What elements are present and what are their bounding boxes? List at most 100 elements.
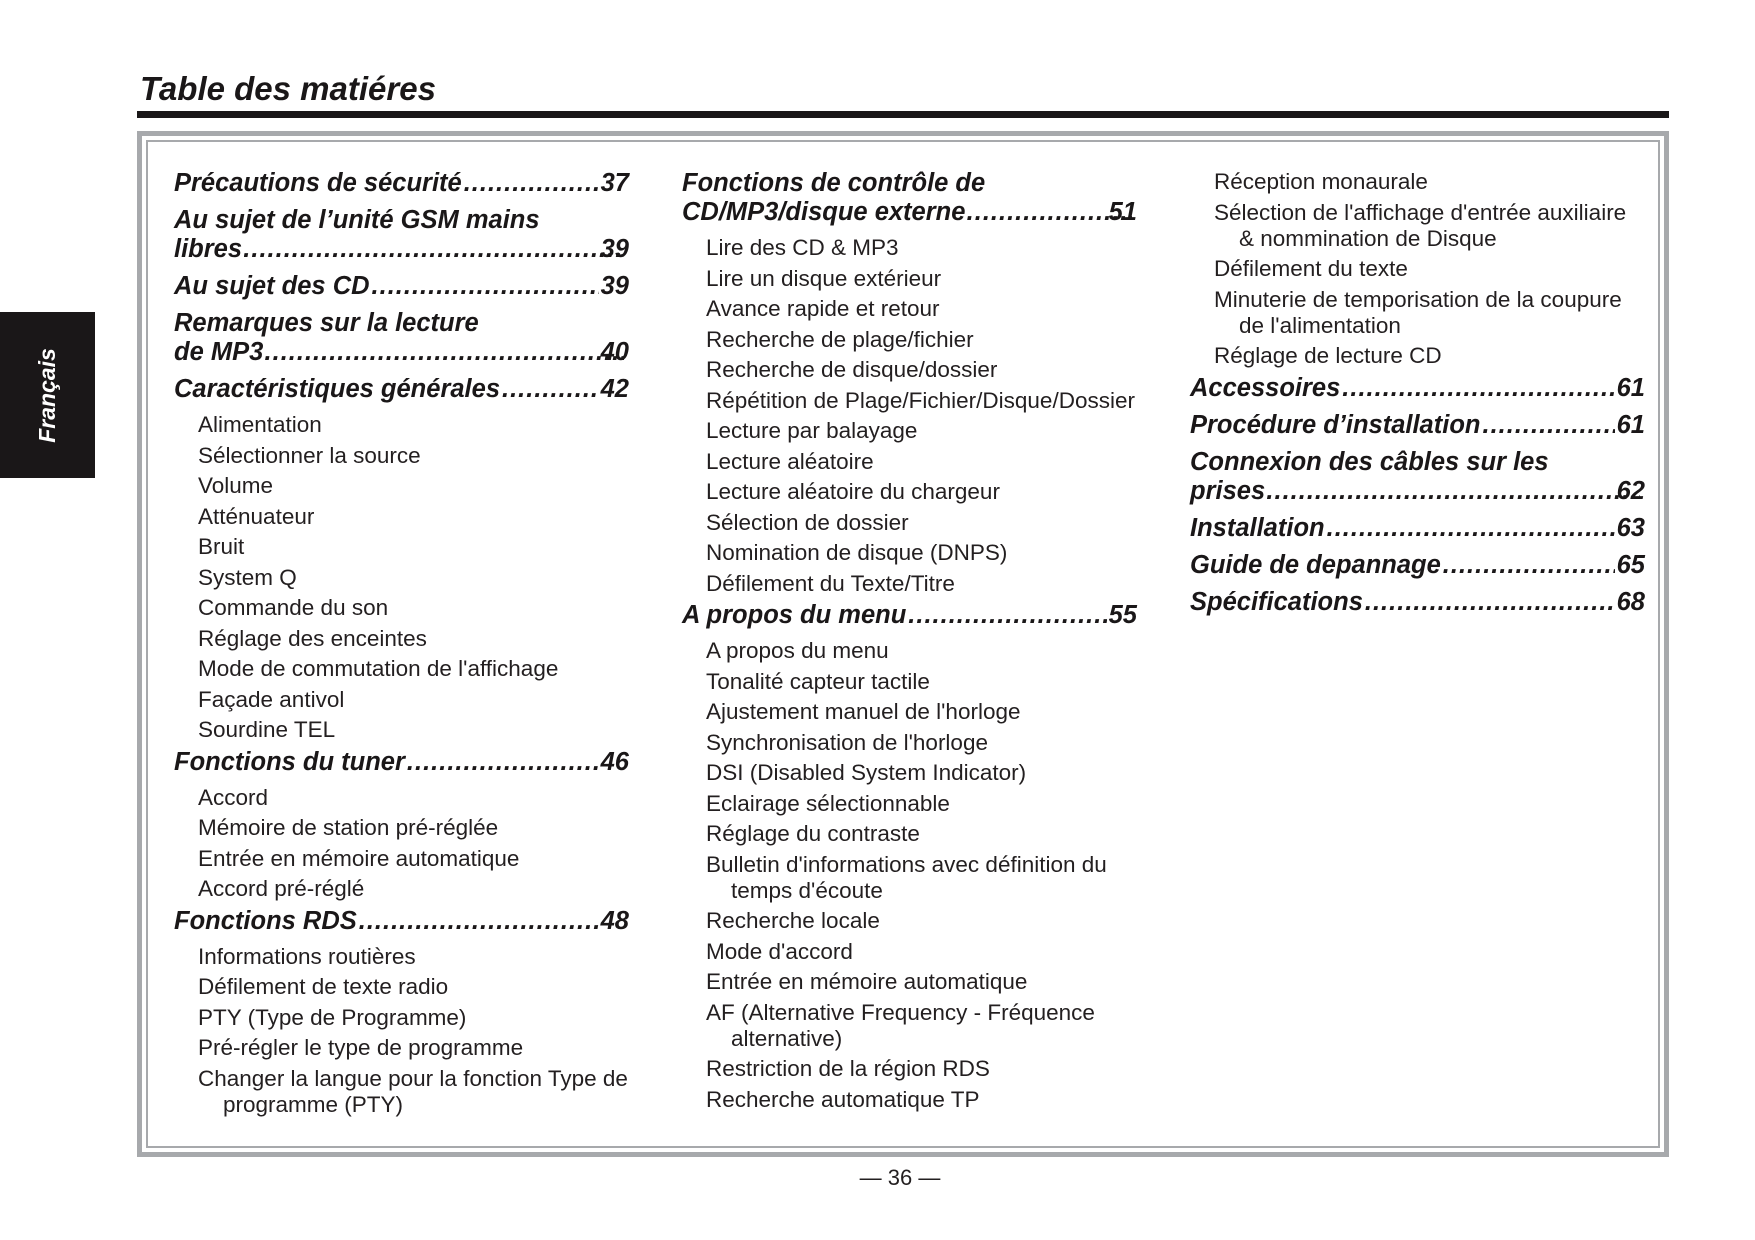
toc-subentry: Sourdine TEL	[198, 717, 336, 742]
toc-entry-title: Accessoires	[1190, 373, 1341, 402]
toc-entry: Caractéristiques générales..............…	[174, 375, 629, 404]
toc-entry: Fonctions du tuner .....................…	[174, 748, 629, 777]
toc-entry-page: 51	[1108, 198, 1137, 226]
toc-subentry: Lecture aléatoire	[706, 448, 874, 474]
dot-leader: ........................................…	[406, 747, 599, 776]
toc-entry: Accessoires.............................…	[1190, 374, 1645, 403]
toc-entry-title: de MP3	[174, 338, 264, 366]
toc-subentry: Lire des CD & MP3	[706, 235, 899, 260]
toc-subentry: Restriction de la région RDS	[706, 1056, 990, 1081]
toc-subentry: Recherche de disque/dossier	[706, 357, 998, 382]
toc-entry-page: 37	[600, 169, 629, 197]
toc-entry-page: 61	[1616, 410, 1645, 439]
toc-entry-page: 62	[1616, 476, 1645, 505]
toc-entry-title: Fonctions RDS	[174, 906, 357, 935]
toc-entry: Fonctions RDS ..........................…	[174, 907, 629, 936]
toc-subentry: Sélection de l'affichage d'entrée auxili…	[1214, 199, 1627, 251]
dot-leader: ........................................…	[1342, 373, 1614, 402]
toc-subentry: Mode de commutation de l'affichage	[198, 656, 559, 681]
toc-subentry: AF (Alternative Frequency - Fréquence al…	[706, 999, 1095, 1051]
toc-subentry: Entrée en mémoire automatique	[198, 845, 520, 871]
dot-leader: ........................................…	[1267, 476, 1639, 505]
toc-subentry: Alimentation	[198, 412, 322, 437]
toc-subentry: Atténuateur	[198, 503, 315, 529]
toc-entry-page: 68	[1616, 587, 1645, 616]
toc-entry: A propos du menu .......................…	[682, 601, 1137, 630]
toc-entry-title: libres	[174, 235, 243, 263]
toc-entry-title: Remarques sur la lecture	[174, 309, 479, 337]
toc-entry-page: 63	[1616, 513, 1645, 542]
toc-subentry: Synchronisation de l'horloge	[706, 729, 988, 755]
toc-entry: Procédure d’installation ...............…	[1190, 411, 1645, 440]
toc-entry-title: A propos du menu	[682, 601, 907, 629]
dot-leader: ........................................…	[371, 272, 599, 300]
toc-subentry: Entrée en mémoire automatique	[706, 969, 1028, 994]
toc-entry: Au sujet des CD.........................…	[174, 272, 629, 301]
toc-subentry: Recherche automatique TP	[706, 1086, 980, 1112]
toc-subentry: Défilement du texte	[1214, 256, 1408, 281]
dot-leader: ........................................…	[502, 375, 599, 403]
toc-subentry: Mode d'accord	[706, 938, 853, 964]
language-tab-label: Français	[33, 347, 60, 443]
toc-subentry: Avance rapide et retour	[706, 296, 940, 321]
toc-entry-page: 65	[1616, 550, 1645, 579]
toc-subentry: Lecture aléatoire du chargeur	[706, 479, 1000, 504]
toc-entry-title: Spécifications	[1190, 587, 1363, 616]
toc-entry-title-last-line: de MP3 .................................…	[174, 338, 629, 367]
toc-entry-title: Guide de depannage	[1190, 550, 1441, 579]
toc-entry-title: Connexion des câbles sur les	[1190, 447, 1549, 476]
toc-entry: Installation ...........................…	[1190, 514, 1645, 543]
toc-subentry: Tonalité capteur tactile	[706, 668, 930, 694]
toc-subentry: Réglage des enceintes	[198, 625, 427, 651]
dot-leader: ........................................…	[967, 198, 1131, 226]
toc-subentry: Sélection de dossier	[706, 509, 909, 535]
toc-entry-title: Caractéristiques générales	[174, 375, 500, 403]
toc-entry-page: 39	[600, 235, 629, 263]
toc-entry: Guide de depannage......................…	[1190, 551, 1645, 580]
toc-entry-page: 39	[600, 272, 629, 300]
toc-entry-title: Fonctions de contrôle de	[682, 169, 986, 197]
dot-leader: ........................................…	[908, 601, 1106, 629]
toc-entry: Précautions de sécurité.................…	[174, 169, 629, 198]
toc-subentry: Minuterie de temporisation de la coupure…	[1214, 286, 1622, 338]
toc-subentry: Commande du son	[198, 595, 389, 620]
title-rule	[137, 111, 1669, 118]
toc-subentry: Mémoire de station pré-réglée	[198, 815, 499, 840]
toc-entry-title: prises	[1190, 476, 1266, 505]
dot-leader: ........................................…	[1442, 550, 1615, 579]
toc-subentry: Réglage du contraste	[706, 821, 920, 846]
toc-entry-title-last-line: prises..................................…	[1190, 476, 1645, 506]
toc-subentry: Volume	[198, 473, 274, 498]
toc-subentry: Réglage de lecture CD	[1214, 343, 1442, 368]
toc-subentry: PTY (Type de Programme)	[198, 1004, 467, 1030]
toc-subentry: Défilement de texte radio	[198, 974, 449, 999]
dot-leader: ........................................…	[463, 169, 599, 197]
toc-entry-title: Installation	[1190, 513, 1325, 542]
language-tab: Français	[0, 312, 95, 478]
toc-entry-page: 46	[600, 747, 629, 776]
toc-subentry: Façade antivol	[198, 686, 345, 712]
toc-entry-title-last-line: libres..................................…	[174, 235, 629, 264]
toc-subentry: Bruit	[198, 534, 245, 559]
dot-leader: ........................................…	[244, 235, 624, 263]
contents-frame-inner: Précautions de sécurité.................…	[146, 140, 1660, 1148]
dot-leader: ........................................…	[1482, 410, 1614, 439]
toc-entry-page: 40	[600, 338, 629, 366]
contents-frame: Précautions de sécurité.................…	[137, 131, 1669, 1157]
toc-entry-page: 48	[600, 906, 629, 935]
toc-entry-title-last-line: CD/MP3/disque externe ..................…	[682, 198, 1137, 227]
toc-subentry: Bulletin d'informations avec définition …	[706, 851, 1107, 903]
toc-subentry: DSI (Disabled System Indicator)	[706, 760, 1027, 785]
toc-entry-page: 42	[600, 375, 629, 403]
toc-subentry: System Q	[198, 564, 297, 590]
toc-subentry: Lire un disque extérieur	[706, 265, 942, 291]
dot-leader: ........................................…	[358, 906, 599, 935]
toc-subentry: Accord	[198, 784, 269, 810]
toc-entry-title: Fonctions du tuner	[174, 747, 405, 776]
toc-column-1: Précautions de sécurité.................…	[174, 169, 629, 1122]
toc-subentry: Ajustement manuel de l'horloge	[706, 699, 1021, 724]
